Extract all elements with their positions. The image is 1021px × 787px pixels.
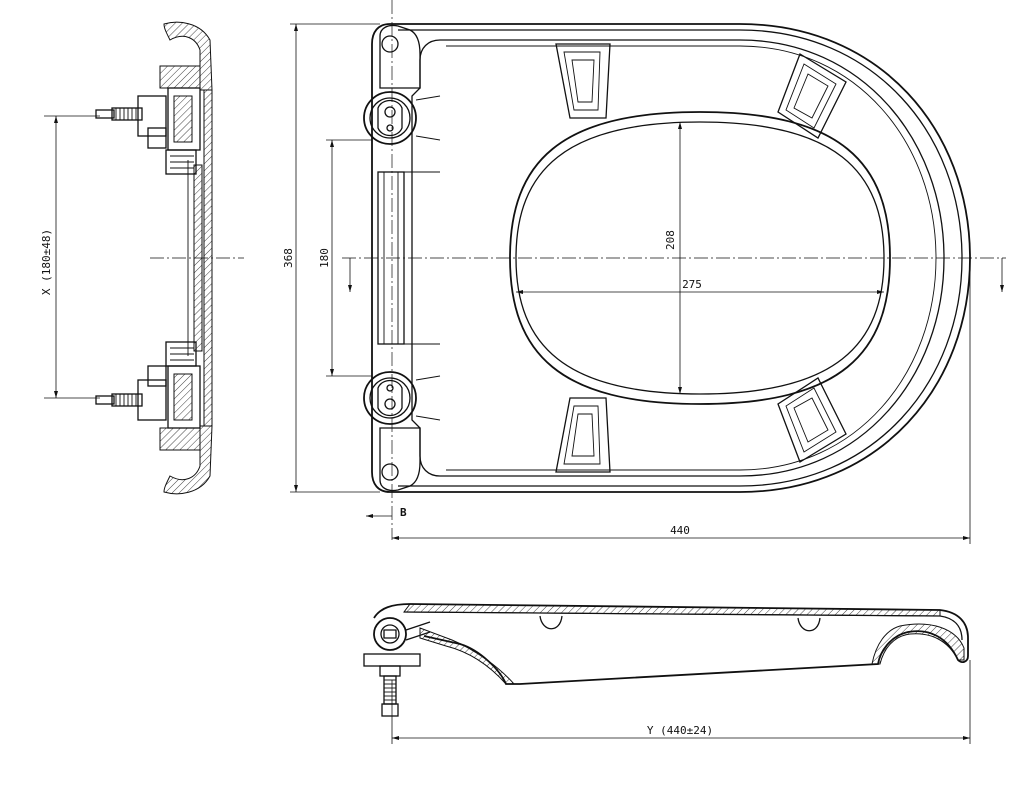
hinge-post-top	[379, 24, 421, 89]
profile-dim-label: Y (440±24)	[647, 724, 713, 737]
pad-top-left	[555, 43, 611, 119]
pad-top-right	[777, 53, 847, 139]
dim-440-label: 440	[670, 524, 690, 537]
dim-208-label: 208	[664, 230, 677, 250]
hinge-post-bottom	[379, 427, 421, 492]
profile-hinge	[363, 617, 431, 717]
profile-shell-front	[871, 623, 965, 665]
seat-outer-outline	[371, 23, 971, 493]
hinge-post-top-hole	[381, 35, 399, 53]
profile-shell-rear	[419, 627, 516, 685]
hinge-cap-top	[363, 91, 441, 145]
seat-opening-outer	[509, 111, 891, 405]
profile-pad-2	[797, 617, 821, 632]
profile-bottom-line	[519, 663, 879, 685]
seat-inner-rim	[411, 39, 945, 477]
pad-bottom-left	[555, 397, 611, 473]
top-view: 368 180 208 275 B 440	[282, 0, 1006, 544]
dim-180-label: 180	[318, 248, 331, 268]
profile-view: Y (440±24)	[363, 603, 971, 744]
side-dim-label: X (180±48)	[40, 229, 53, 295]
hinge-cap-bottom	[363, 371, 441, 425]
dim-368-label: 368	[282, 248, 295, 268]
profile-top-surface-2	[403, 611, 963, 641]
side-lower-hinge	[95, 341, 201, 451]
profile-shell-upper	[403, 603, 941, 617]
section-b-label: B	[400, 506, 407, 519]
hinge-post-bottom-hole	[381, 463, 399, 481]
side-section-view: X (180±48)	[40, 21, 244, 495]
profile-pad-1	[539, 615, 563, 630]
seat-opening-inner	[515, 121, 885, 395]
side-upper-hinge	[95, 65, 201, 175]
dim-275-label: 275	[682, 278, 702, 291]
pad-bottom-right	[777, 377, 847, 463]
